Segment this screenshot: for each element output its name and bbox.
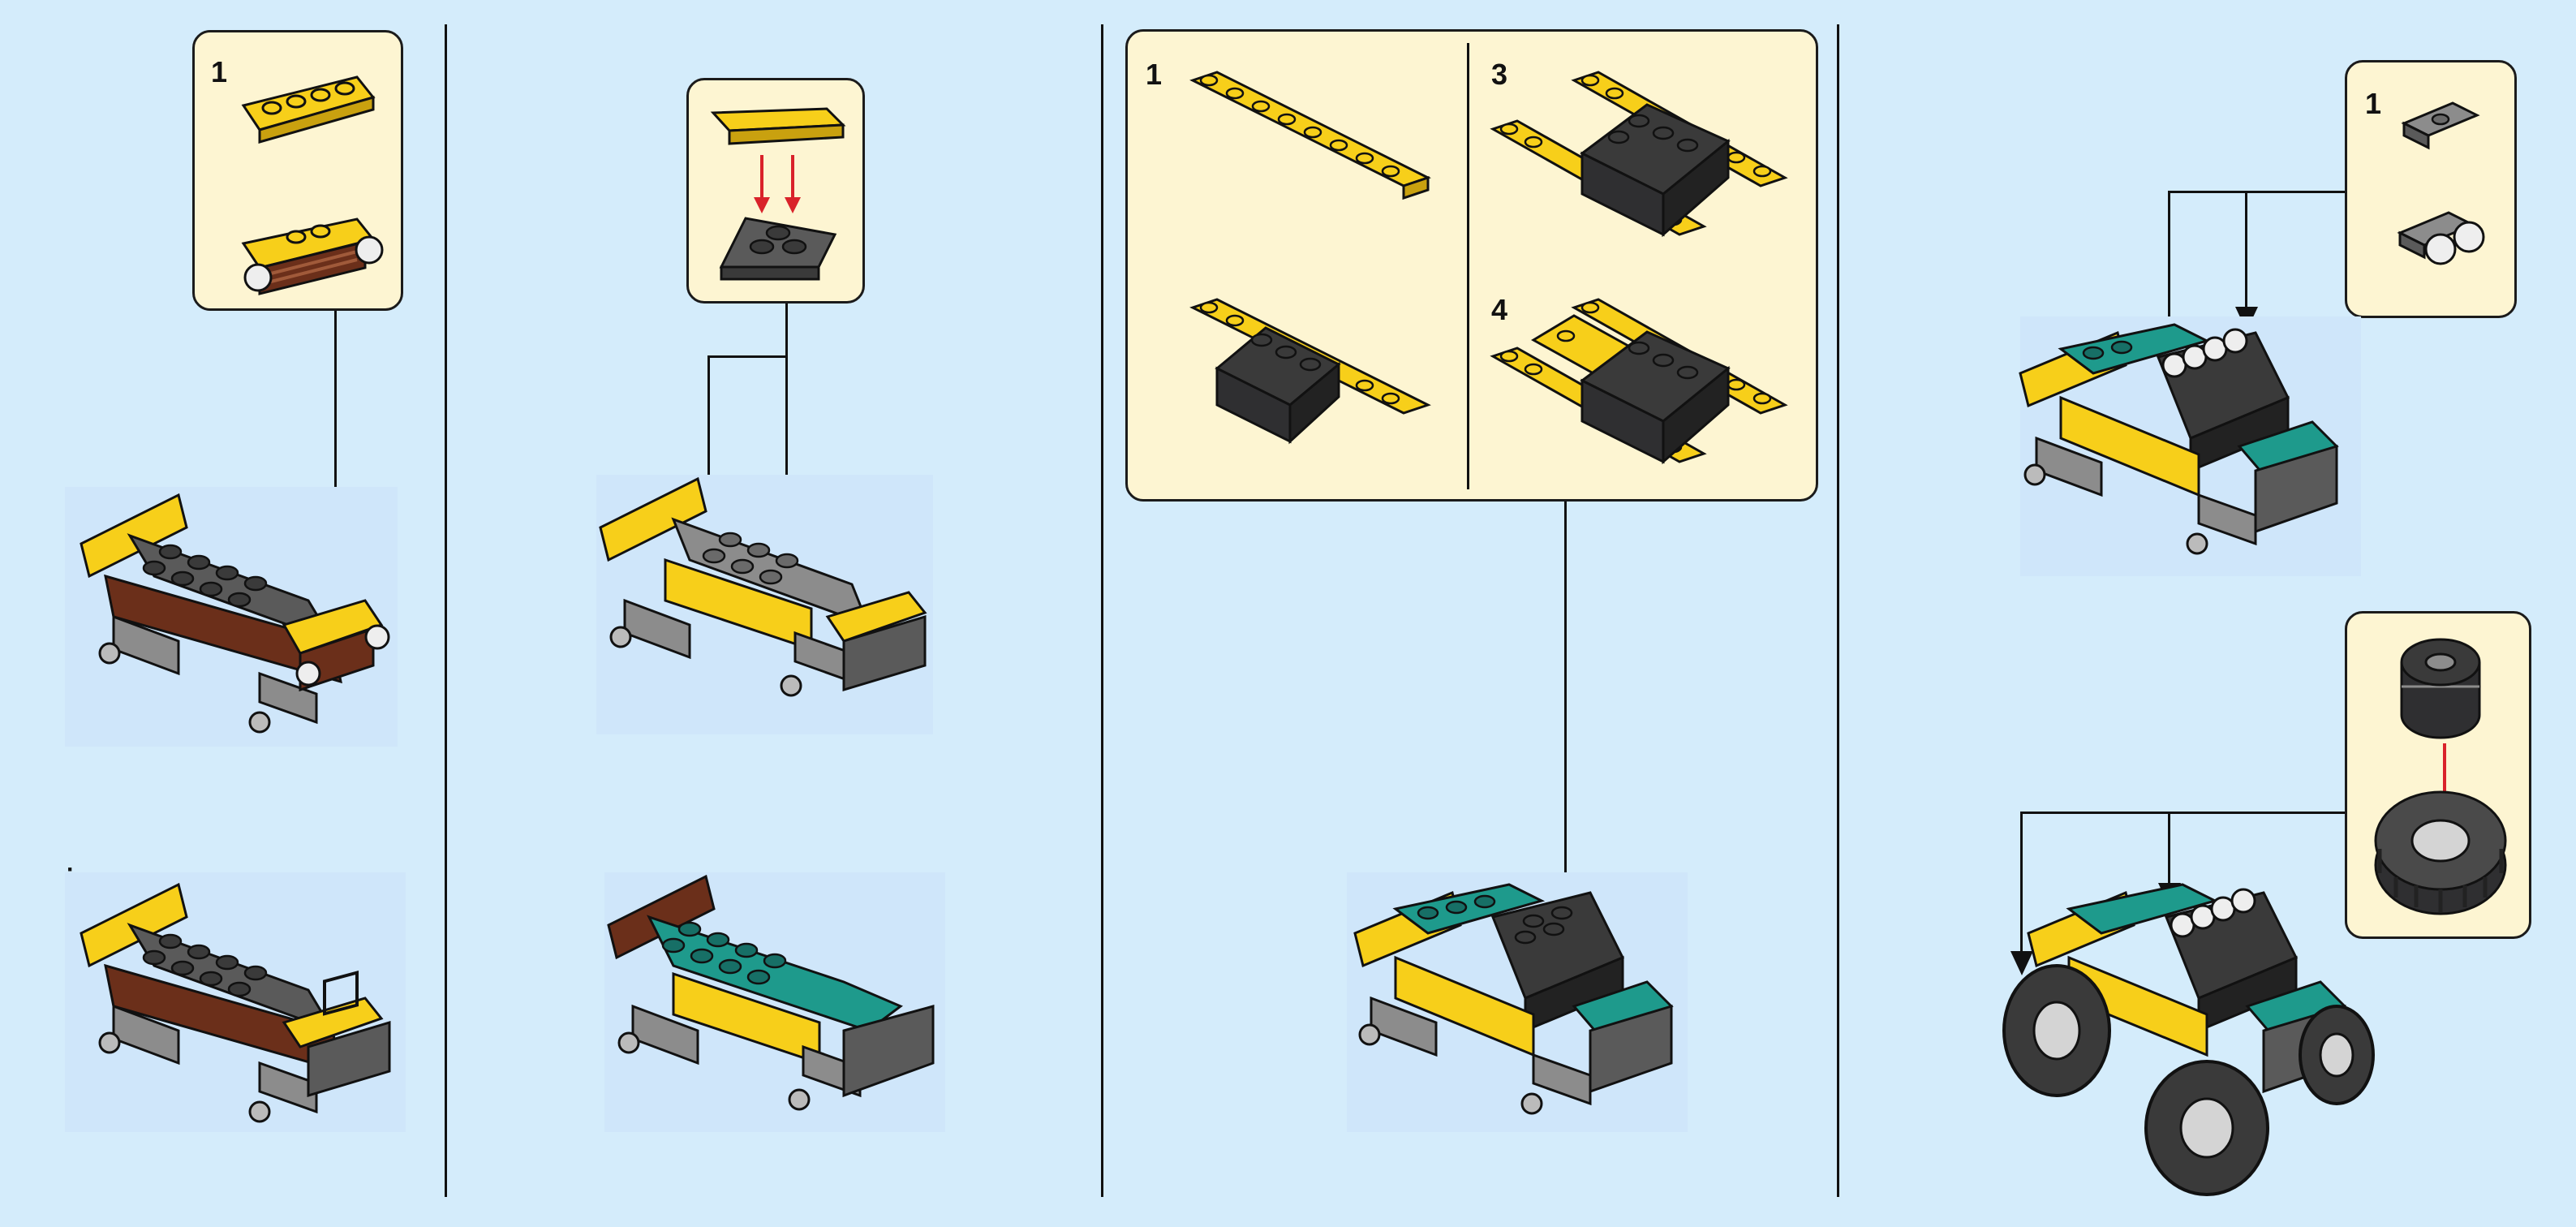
car-with-lights-icon xyxy=(2012,308,2369,584)
substep-number: 1 xyxy=(2365,87,2381,121)
guide-line xyxy=(707,355,787,358)
headlight-bracket-icon xyxy=(2396,91,2493,156)
parts-callout: 1 xyxy=(192,30,403,311)
wheel-rim-icon xyxy=(2396,638,2485,743)
headlight-grille-icon xyxy=(235,203,389,300)
panel-divider xyxy=(1101,24,1103,1197)
substep-number: 1 xyxy=(1146,58,1162,92)
guide-line xyxy=(2020,812,2345,814)
car-chassis-icon xyxy=(65,479,406,755)
callout-divider xyxy=(1467,43,1469,489)
parts-callout: 1 3 4 xyxy=(1125,29,1818,502)
guide-line xyxy=(1564,502,1567,883)
substep-number: 1 xyxy=(211,55,227,89)
guide-line xyxy=(2245,191,2247,312)
long-yellow-plate-icon xyxy=(1185,64,1444,210)
monster-truck-icon xyxy=(1996,868,2385,1201)
parts-callout xyxy=(686,78,865,304)
parts-callout: 1 xyxy=(2345,60,2517,318)
car-with-roof-icon xyxy=(1347,868,1696,1144)
guide-line xyxy=(2168,191,2170,327)
roof-assembly-icon xyxy=(1485,291,1809,502)
gray-wedge-plate-icon xyxy=(713,202,851,291)
panel-divider xyxy=(445,24,447,1197)
black-slope-plate-icon xyxy=(1185,291,1444,454)
guide-line xyxy=(2168,191,2345,193)
car-chassis-icon xyxy=(592,471,941,747)
headlight-bracket-icon xyxy=(2392,200,2497,282)
yellow-plate-icon xyxy=(235,61,381,150)
car-chassis-icon xyxy=(65,868,406,1136)
tire-icon xyxy=(2367,776,2514,922)
car-teal-body-icon xyxy=(600,868,949,1144)
panel-divider xyxy=(1837,24,1839,1197)
roof-assembly-icon xyxy=(1485,64,1809,275)
yellow-tile-icon xyxy=(705,97,851,153)
